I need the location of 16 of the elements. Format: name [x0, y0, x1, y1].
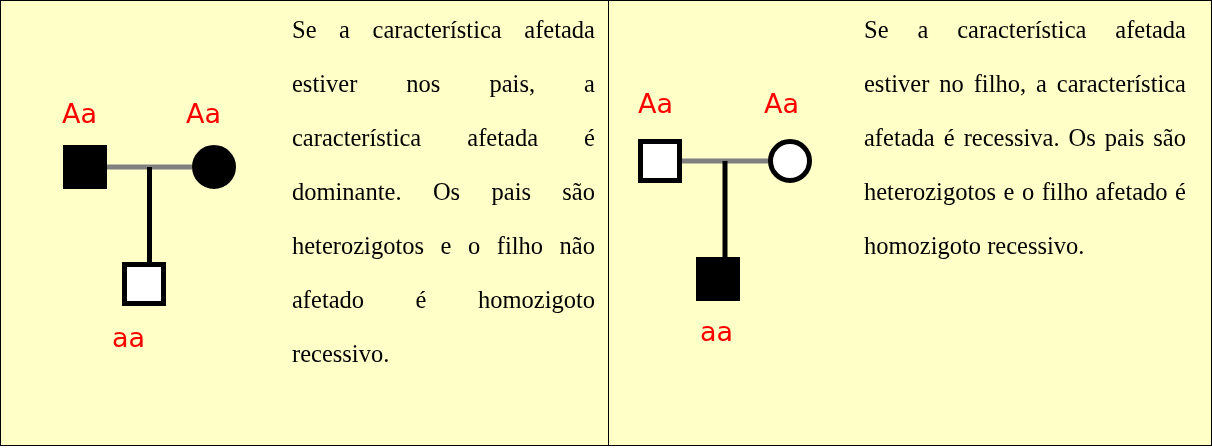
pedigree-square — [696, 257, 740, 301]
mating-line — [107, 164, 192, 170]
explanation-text: Se a característica afetada estiver nos pais, a característica afetada é dominante. Os pais são heterozigotos e o filho não afetado é homozigoto recessivo. — [292, 15, 595, 369]
descent-line — [722, 161, 728, 257]
genotype-label: Aa — [764, 88, 799, 120]
genotype-label: Aa — [186, 98, 221, 130]
pedigree-square — [122, 262, 166, 306]
mating-line — [682, 158, 768, 164]
pedigree-square — [63, 145, 107, 189]
pedigree-square — [638, 139, 682, 183]
explanation-text: Se a característica afetada estiver no filho, a característica afetada é recessiva. Os pais são heterozigotos e o filho afetado é homozigoto recessivo. — [864, 15, 1186, 261]
descent-line — [147, 167, 152, 262]
genotype-label: Aa — [638, 88, 673, 120]
genotype-label: Aa — [62, 98, 97, 130]
genotype-label: aa — [112, 322, 146, 354]
genotype-label: aa — [700, 316, 734, 348]
